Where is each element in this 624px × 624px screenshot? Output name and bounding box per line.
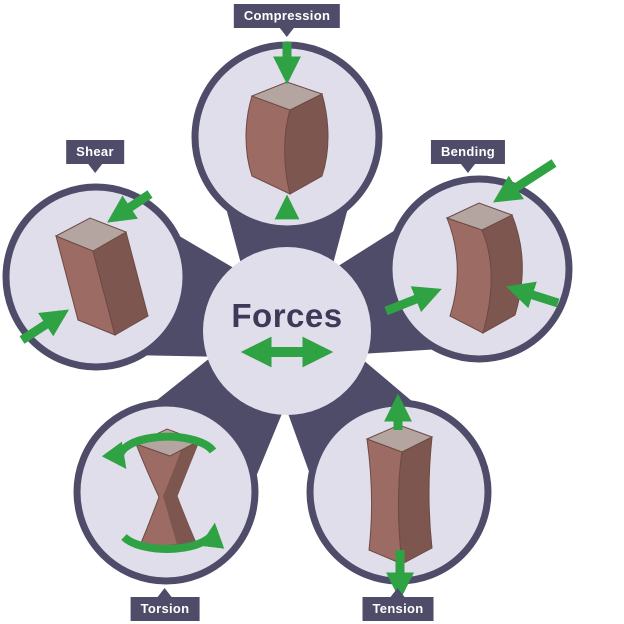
label-compression-text: Compression: [243, 8, 331, 23]
center-title: Forces: [231, 297, 343, 334]
torsion-curved-arrow-bottom-icon: [121, 522, 225, 553]
label-pointer: [280, 28, 294, 37]
bending-arrow-top-icon: [492, 159, 557, 203]
torsion-arrows: [101, 432, 225, 553]
label-torsion-text: Torsion: [140, 601, 190, 616]
block-top-face: [54, 217, 128, 252]
shear-arrow-top-icon: [107, 190, 153, 223]
shear-arrows: [19, 190, 153, 344]
block-top-face: [445, 202, 514, 231]
center-circle: [203, 247, 371, 415]
label-pointer: [461, 164, 475, 173]
tension-block: [365, 424, 434, 565]
bending-block: [445, 202, 523, 335]
bending-arrow-middle-icon: [384, 286, 442, 316]
label-pointer: [390, 588, 405, 597]
tension-arrows: [384, 393, 414, 601]
label-shear: Shear: [66, 140, 124, 173]
block-side-face: [398, 436, 433, 565]
shear-block: [54, 217, 149, 336]
label-tension: Tension: [362, 588, 434, 621]
shear-arrow-bottom-icon: [19, 309, 70, 344]
block-top-face: [250, 81, 324, 111]
block-front-face: [366, 438, 403, 565]
label-compression: Compression: [233, 4, 341, 37]
label-torsion: Torsion: [130, 588, 200, 621]
label-tension-text: Tension: [372, 601, 424, 616]
block-side-face: [163, 441, 199, 548]
label-pointer: [87, 164, 102, 173]
node-compression: [191, 41, 383, 233]
label-pointer: [158, 588, 172, 597]
node-torsion: [73, 399, 259, 585]
bending-arrow-bottom-icon: [506, 281, 560, 309]
label-shear-text: Shear: [76, 144, 114, 159]
compression-block: [245, 81, 329, 195]
node-shear: [2, 183, 190, 371]
label-bending: Bending: [430, 140, 506, 173]
label-bending-text: Bending: [440, 144, 496, 159]
node-tension: [306, 393, 492, 601]
torsion-curved-arrow-top-icon: [101, 432, 217, 470]
node-bending: [384, 159, 573, 363]
center-node: [203, 247, 371, 415]
bending-arrows: [384, 159, 560, 316]
block-top-face: [365, 424, 434, 453]
block-side-face: [284, 93, 329, 195]
